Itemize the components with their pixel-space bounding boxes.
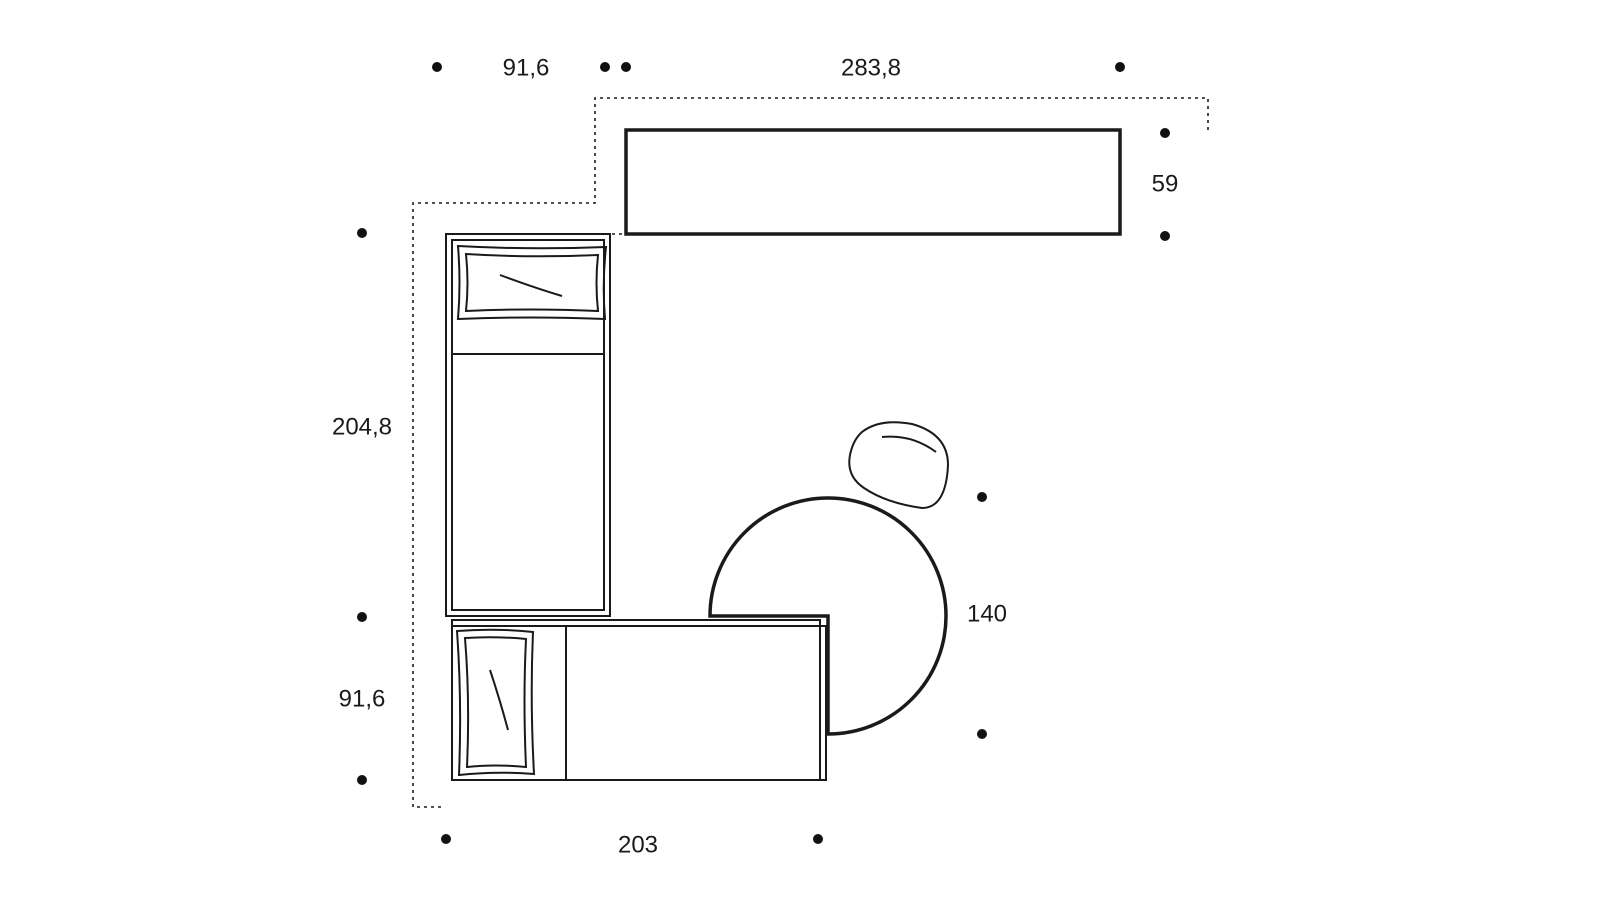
pillow-icon [455,628,536,777]
dim-dot [977,729,987,739]
round-table [708,496,948,736]
vertical-bed [445,233,611,617]
dim-dot [621,62,631,72]
dim-dot [1160,128,1170,138]
horizontal-bed-frame [451,619,821,781]
dim-dot [600,62,610,72]
dim-top-desk-width: 283,8 [841,54,901,81]
dim-dot [357,228,367,238]
dim-bed-horizontal-width: 91,6 [339,685,386,712]
wall-outline [412,97,1209,808]
dim-dot [441,834,451,844]
dim-bottom-bed-length: 203 [618,831,658,858]
vertical-bed-mattress [451,239,605,611]
vertical-bed-frame [445,233,611,617]
horizontal-bed-inner [451,625,827,781]
dim-dot [813,834,823,844]
chair-icon [848,421,950,510]
pillow-icon [456,244,608,321]
dim-dot [357,775,367,785]
dim-dot [1115,62,1125,72]
dim-top-desk-depth: 59 [1152,170,1179,197]
dim-dot [1160,231,1170,241]
dim-dot [977,492,987,502]
dim-dot [432,62,442,72]
dim-dot [357,612,367,622]
dimension-dots [357,62,1170,844]
horizontal-bed [451,619,827,781]
dim-bed-vertical-length: 204,8 [332,413,392,440]
top-desk [624,128,1122,236]
dim-top-left-width: 91,6 [503,54,550,81]
dim-round-table-diameter: 140 [967,600,1007,627]
